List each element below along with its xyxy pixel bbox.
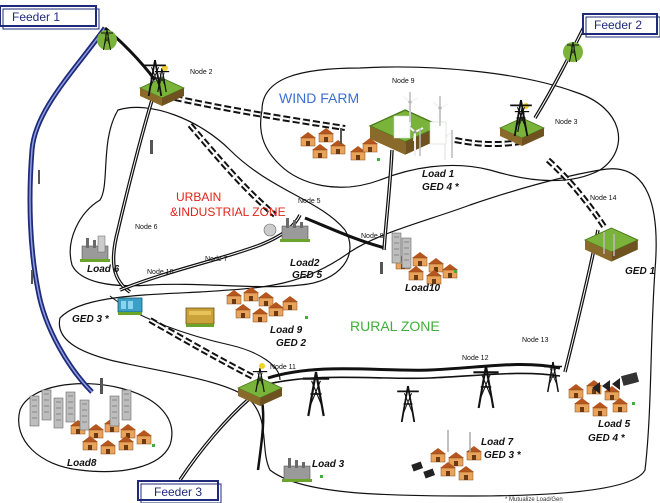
load3-factory xyxy=(281,457,313,483)
pole-icon xyxy=(38,170,40,184)
wind-farm-houses xyxy=(299,127,379,161)
load6-factory xyxy=(79,235,111,263)
wind-farm-label: WIND FARM xyxy=(279,90,359,106)
ged3-battery xyxy=(117,297,143,315)
feeder1-blue-line xyxy=(27,26,108,394)
node10-label: Node 10 xyxy=(147,269,174,276)
node6-label: Node 6 xyxy=(135,224,158,231)
ged5-label: GED 5 xyxy=(292,270,322,281)
feeder2-box[interactable]: Feeder 2 xyxy=(582,13,660,38)
node2-label: Node 2 xyxy=(190,69,213,76)
load9-houses xyxy=(225,286,299,323)
load7-label: Load 7 xyxy=(481,437,514,448)
node5-label: Node 5 xyxy=(298,198,321,205)
feeder3-box[interactable]: Feeder 3 xyxy=(137,480,222,503)
load8-label: Load8 xyxy=(67,458,97,469)
lattice-pylon xyxy=(472,364,500,410)
load10-label: Load10 xyxy=(405,283,440,294)
load2-factory xyxy=(263,217,311,243)
node3-label: Node 3 xyxy=(555,119,578,126)
feeder3-node11-line xyxy=(178,396,252,481)
feeder1-label: Feeder 1 xyxy=(12,10,60,24)
ged3-urban-label: GED 3 * xyxy=(72,314,110,325)
lattice-pylon xyxy=(301,370,331,418)
pole-icon xyxy=(150,140,153,154)
lattice-pylon xyxy=(543,361,563,393)
node14-label: Node 14 xyxy=(590,195,617,202)
node2-substation xyxy=(139,65,185,107)
lattice-pylon xyxy=(396,385,420,423)
node11-label: Node 11 xyxy=(270,364,296,371)
node11-node13-line xyxy=(267,363,561,380)
footnote-label: * Mutualize Load/Gen xyxy=(505,497,563,503)
feeder3-label: Feeder 3 xyxy=(154,485,202,499)
ged2-generator xyxy=(185,307,215,328)
load1-label: Load 1 xyxy=(422,169,455,180)
urban-label-line1: URBAIN xyxy=(176,190,221,204)
load5-label: Load 5 xyxy=(598,419,631,430)
ged2-label: GED 2 xyxy=(276,338,306,349)
ged1-label: GED 1 xyxy=(625,266,655,277)
urban-label-line2: &INDUSTRIAL ZONE xyxy=(170,205,286,219)
load8-zone-outline xyxy=(18,383,173,473)
feeder2-label: Feeder 2 xyxy=(594,18,642,32)
rural-zone-label: RURAL ZONE xyxy=(350,318,440,334)
node8-label: Node 8 xyxy=(361,233,384,240)
load8-buildings xyxy=(29,389,132,431)
node13-label: Node 13 xyxy=(522,337,549,344)
ged4-rural-label: GED 4 * xyxy=(588,433,626,444)
pole-icon xyxy=(380,262,383,274)
load9-label: Load 9 xyxy=(270,325,303,336)
load5-houses xyxy=(567,372,640,417)
pole-icon xyxy=(31,270,33,284)
ged3-rural-label: GED 3 * xyxy=(484,450,522,461)
node7-label: Node 7 xyxy=(205,256,228,263)
load2-label: Load2 xyxy=(290,258,320,269)
wind-farm-zone-outline xyxy=(259,66,620,188)
load3-label: Load 3 xyxy=(312,459,345,470)
node11-load3-line xyxy=(256,399,265,471)
node11-substation xyxy=(237,363,283,407)
node2-node10-line xyxy=(111,99,154,294)
ged4-wind-label: GED 4 * xyxy=(422,182,460,193)
node12-label: Node 12 xyxy=(462,355,489,362)
pole-icon xyxy=(100,378,103,394)
node9-label: Node 9 xyxy=(392,78,415,85)
load7-houses xyxy=(411,430,483,481)
node5-node8-line xyxy=(304,216,386,250)
load6-label: Load 6 xyxy=(87,264,120,275)
feeder1-box[interactable]: Feeder 1 xyxy=(0,5,100,30)
node14-turbine xyxy=(603,232,615,256)
